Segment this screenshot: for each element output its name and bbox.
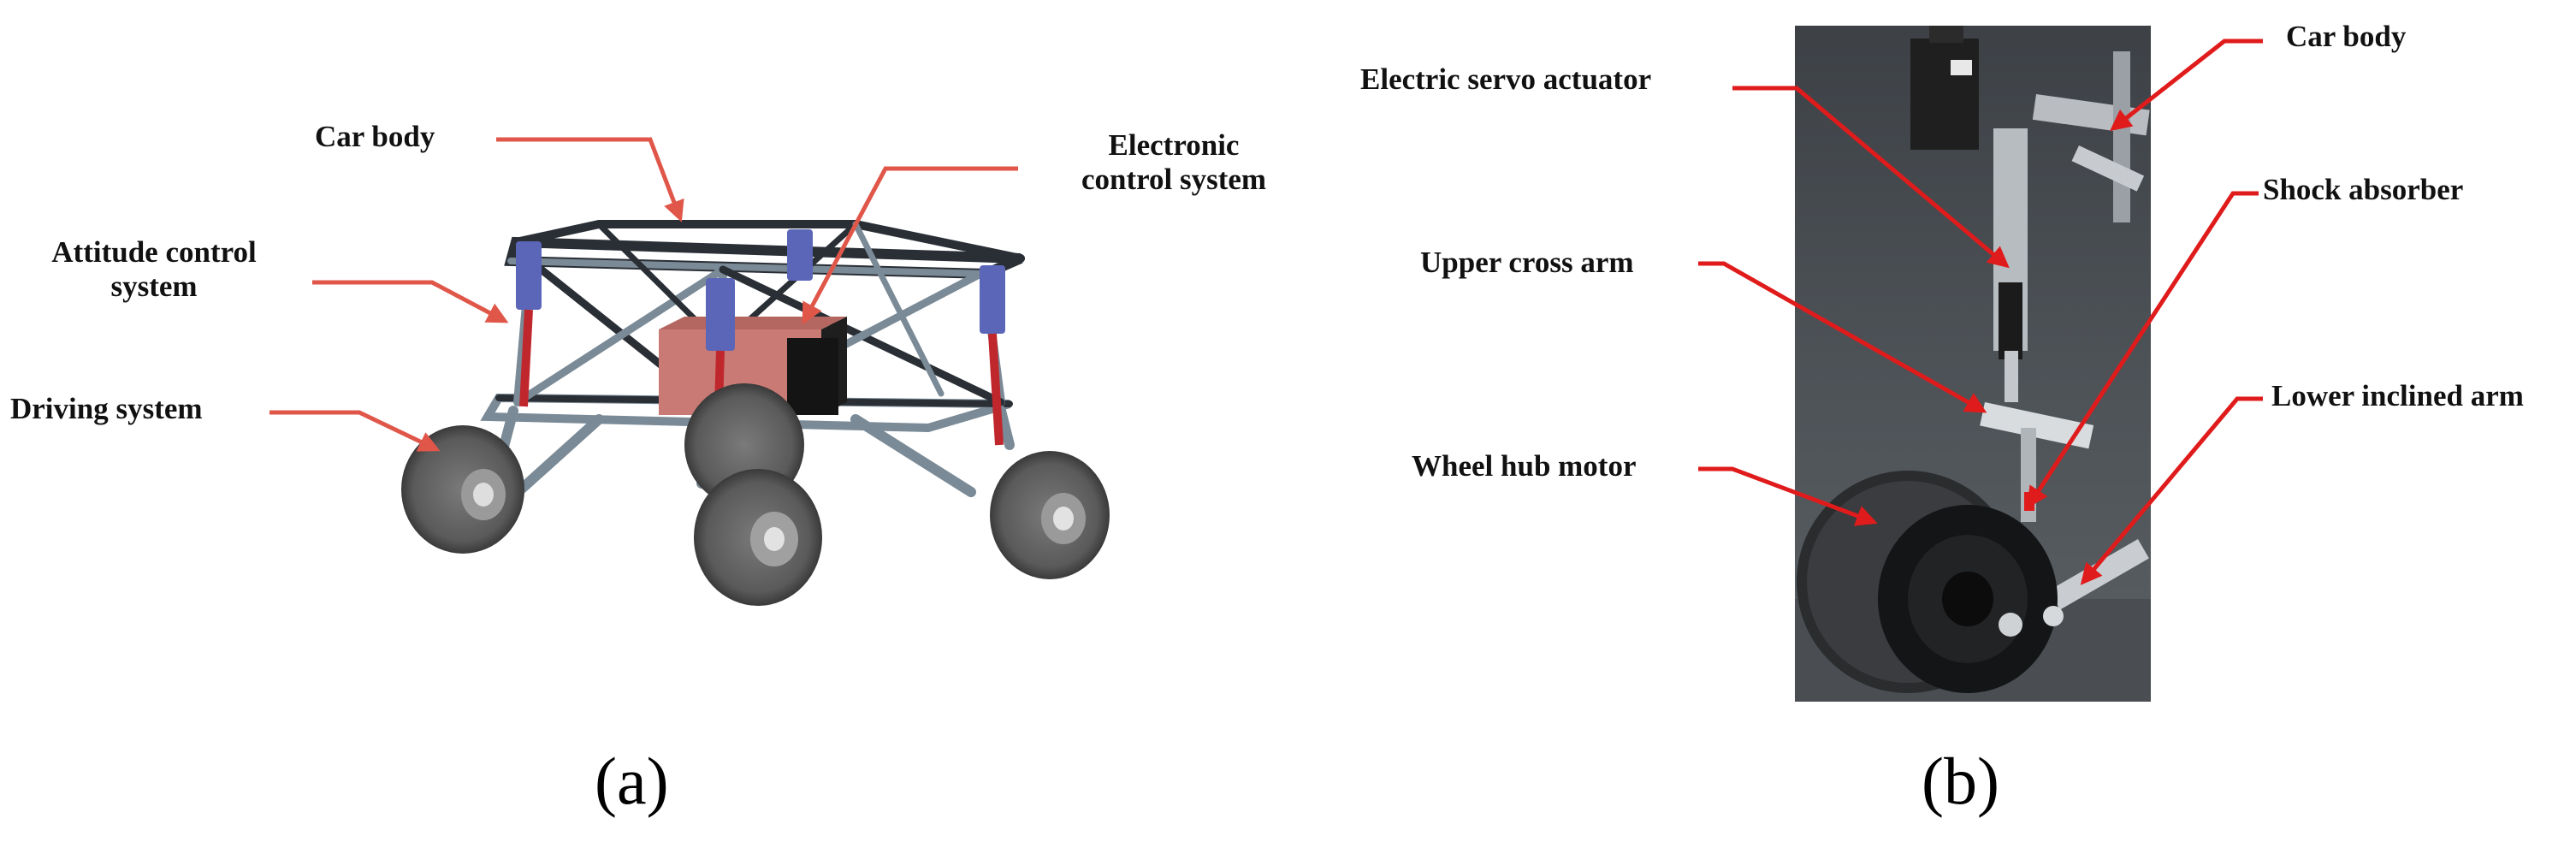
vehicle-cad-model xyxy=(401,220,1110,606)
label-attitude-control-line1: Attitude control xyxy=(51,235,257,269)
callout-attitude-control xyxy=(312,280,509,323)
label-attitude-control-line2: system xyxy=(110,270,198,304)
label-upper-cross-arm: Upper cross arm xyxy=(1420,246,1634,279)
wheels xyxy=(401,383,1110,606)
label-electronic-control-line1: Electronic xyxy=(1108,128,1240,162)
chassis-frame xyxy=(480,220,1025,501)
label-car-body-a: Car body xyxy=(315,120,435,153)
callout-wheel-hub-motor xyxy=(1698,466,1878,526)
label-electric-servo-actuator: Electric servo actuator xyxy=(1360,62,1652,96)
vehicle-photo xyxy=(1795,26,2151,702)
callout-car-body-b xyxy=(2110,39,2263,132)
callout-lower-inclined-arm xyxy=(2080,396,2263,585)
callout-electronic-control xyxy=(802,166,1018,325)
callout-upper-cross-arm xyxy=(1698,261,1987,413)
label-electronic-control: Electronic control system xyxy=(1045,128,1302,198)
panel-tag-a: (a) xyxy=(595,744,669,818)
callout-shock-absorber xyxy=(2027,191,2259,509)
label-electronic-control-line2: control system xyxy=(1081,163,1267,197)
label-car-body-b: Car body xyxy=(2286,20,2407,53)
callout-car-body-a xyxy=(496,137,684,222)
label-attitude-control: Attitude control system xyxy=(26,235,282,305)
label-lower-inclined-arm: Lower inclined arm xyxy=(2271,379,2524,412)
label-driving-system: Driving system xyxy=(10,392,203,425)
panel-tag-b: (b) xyxy=(1922,744,1999,818)
label-shock-absorber: Shock absorber xyxy=(2263,173,2464,206)
attitude-servos xyxy=(516,229,1005,463)
label-wheel-hub-motor: Wheel hub motor xyxy=(1412,449,1637,483)
callout-driving-system xyxy=(269,410,441,452)
callouts-panel-b xyxy=(1698,39,2263,585)
callouts-panel-a xyxy=(269,137,1018,452)
callout-servo-actuator xyxy=(1732,86,2010,269)
